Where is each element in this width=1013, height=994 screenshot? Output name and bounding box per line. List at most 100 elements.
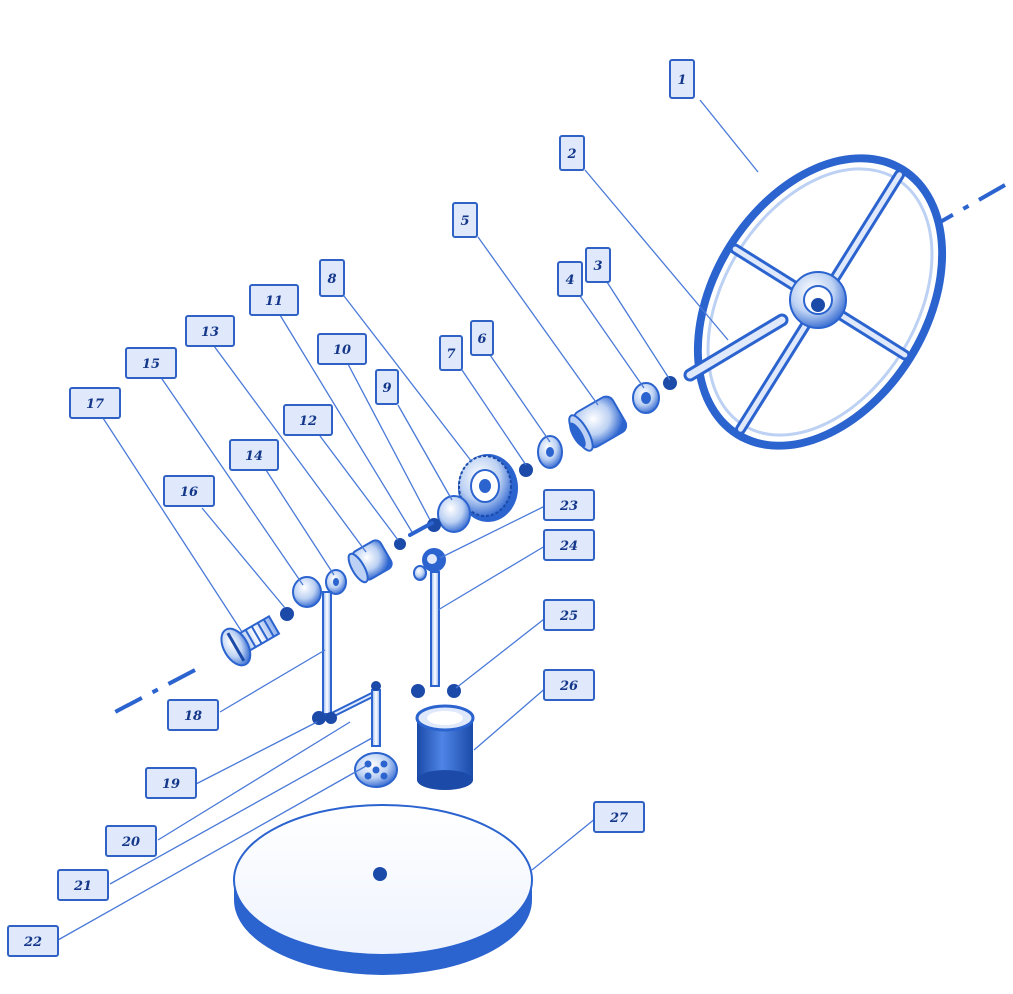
callout-7: 7 xyxy=(439,335,463,371)
small-rod xyxy=(408,521,434,537)
callout-14: 14 xyxy=(229,439,279,471)
callout-box-4 xyxy=(557,261,583,297)
callout-label-24: 24 xyxy=(559,539,578,554)
leader-line-19 xyxy=(195,721,318,785)
callout-box-26 xyxy=(543,669,595,701)
callout-box-14 xyxy=(229,439,279,471)
callout-25: 25 xyxy=(543,599,595,631)
leader-line-1 xyxy=(699,99,759,173)
small-ring xyxy=(325,569,347,595)
callout-23: 23 xyxy=(543,489,595,521)
callout-label-23: 23 xyxy=(559,499,578,514)
callout-2: 2 xyxy=(559,135,585,171)
callout-label-16: 16 xyxy=(180,485,198,500)
callout-box-23 xyxy=(543,489,595,521)
callout-box-22 xyxy=(7,925,59,957)
callout-24: 24 xyxy=(543,529,595,561)
leader-line-25 xyxy=(455,615,549,689)
leader-line-17 xyxy=(102,417,243,633)
leader-line-9 xyxy=(397,404,453,501)
callout-label-26: 26 xyxy=(559,679,578,694)
leader-line-18 xyxy=(219,649,326,713)
callout-26: 26 xyxy=(543,669,595,701)
callout-label-21: 21 xyxy=(73,879,92,894)
callout-21: 21 xyxy=(57,869,109,901)
leader-line-14 xyxy=(265,469,335,576)
callout-label-4: 4 xyxy=(565,273,574,288)
leader-line-11 xyxy=(279,314,413,533)
callout-label-2: 2 xyxy=(566,147,576,162)
shaft xyxy=(683,313,789,382)
bolt xyxy=(427,518,441,532)
callout-label-17: 17 xyxy=(86,397,104,412)
callout-label-3: 3 xyxy=(593,259,602,274)
callout-5: 5 xyxy=(452,202,478,238)
callout-box-24 xyxy=(543,529,595,561)
leader-line-12 xyxy=(319,435,399,541)
gear xyxy=(458,454,518,522)
callout-label-25: 25 xyxy=(559,609,578,624)
callout-label-5: 5 xyxy=(460,214,469,229)
cylinder xyxy=(415,704,475,790)
callout-box-17 xyxy=(69,387,121,419)
ball xyxy=(280,607,294,621)
callout-box-20 xyxy=(105,825,157,857)
callout-box-1 xyxy=(669,59,695,99)
bush xyxy=(292,576,322,608)
callout-label-18: 18 xyxy=(184,709,202,724)
leader-line-24 xyxy=(437,545,546,611)
pin xyxy=(663,376,677,390)
callout-3: 3 xyxy=(585,247,611,283)
leader-line-8 xyxy=(343,295,473,463)
callout-box-18 xyxy=(167,699,219,731)
leader-line-10 xyxy=(347,363,431,521)
leader-lines xyxy=(57,99,759,941)
callout-12: 12 xyxy=(283,404,333,436)
leader-line-2 xyxy=(584,169,729,341)
leader-line-6 xyxy=(489,354,551,443)
callout-18: 18 xyxy=(167,699,219,731)
callout-boxes: 1 2 3 4 5 6 7 8 xyxy=(7,59,695,957)
housing xyxy=(347,539,393,584)
leader-line-21 xyxy=(109,737,373,885)
callout-10: 10 xyxy=(317,333,367,365)
callout-box-16 xyxy=(163,475,215,507)
center-axis xyxy=(114,183,1006,714)
callout-box-19 xyxy=(145,767,197,799)
callout-27: 27 xyxy=(593,801,645,833)
washer xyxy=(632,382,660,414)
callout-box-12 xyxy=(283,404,333,436)
small-nut xyxy=(394,538,406,550)
leader-line-16 xyxy=(201,507,286,609)
leader-line-15 xyxy=(159,375,304,586)
callout-label-10: 10 xyxy=(333,343,351,358)
knob xyxy=(413,548,446,581)
callout-20: 20 xyxy=(105,825,157,857)
callout-label-11: 11 xyxy=(265,294,283,309)
callout-box-27 xyxy=(593,801,645,833)
callout-label-13: 13 xyxy=(201,325,219,340)
callout-label-8: 8 xyxy=(327,272,336,287)
callout-box-10 xyxy=(317,333,367,365)
callout-label-12: 12 xyxy=(299,414,317,429)
callout-box-2 xyxy=(559,135,585,171)
callout-label-14: 14 xyxy=(245,449,263,464)
nut xyxy=(519,463,533,477)
leader-line-13 xyxy=(213,345,367,553)
callout-label-9: 9 xyxy=(382,381,391,396)
handwheel xyxy=(693,154,947,450)
leader-line-27 xyxy=(531,817,597,871)
leader-line-23 xyxy=(439,505,546,559)
leader-line-3 xyxy=(606,281,671,381)
rod xyxy=(430,571,440,687)
callout-label-7: 7 xyxy=(446,347,455,362)
leader-line-20 xyxy=(157,721,351,841)
cam-disc xyxy=(354,752,398,788)
callout-box-9 xyxy=(375,369,399,405)
callout-box-11 xyxy=(249,284,299,316)
callout-box-3 xyxy=(585,247,611,283)
callout-9: 9 xyxy=(375,369,399,405)
leader-line-4 xyxy=(579,295,645,389)
callout-label-15: 15 xyxy=(142,357,160,372)
